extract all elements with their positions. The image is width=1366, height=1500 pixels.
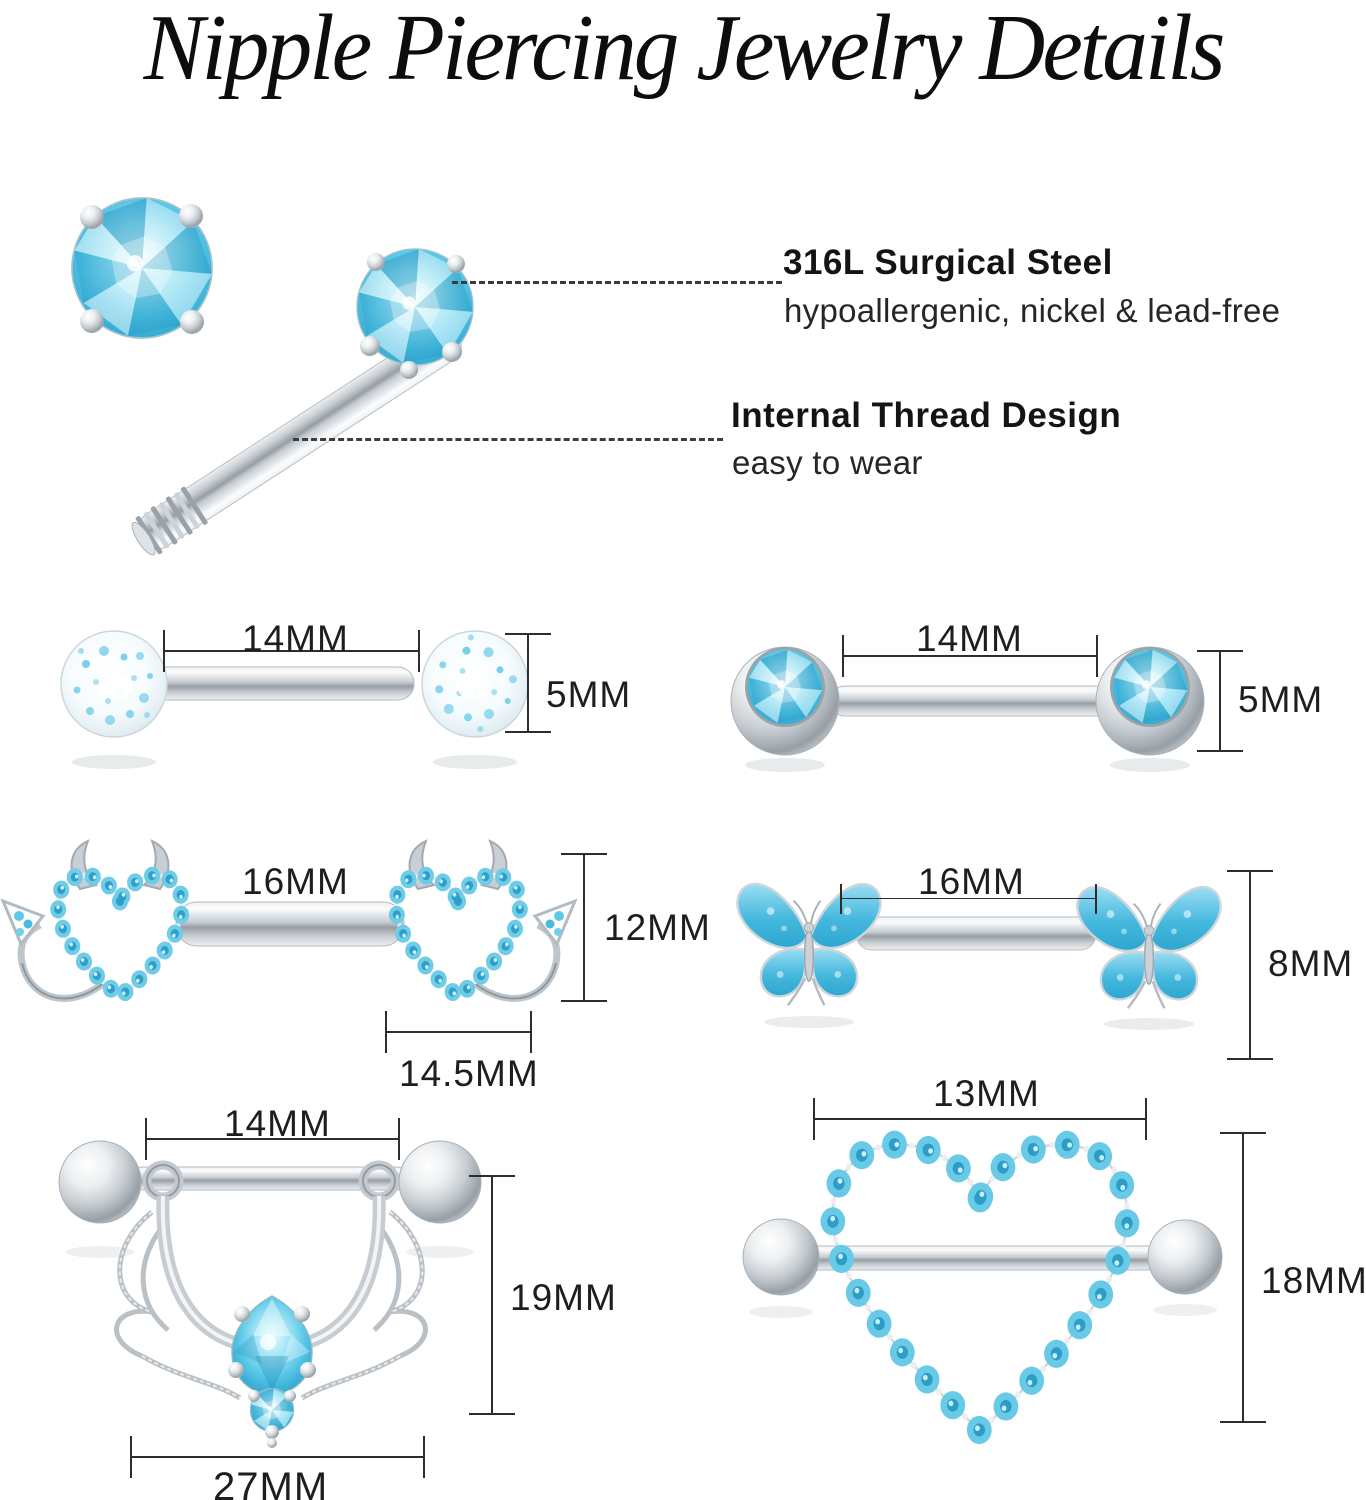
dim-label-lace-length: 14MM xyxy=(224,1103,331,1144)
dim-label-devil-length: 16MM xyxy=(242,861,349,902)
callout-dash-material xyxy=(452,281,782,284)
heart-shield-ring xyxy=(742,1130,1223,1449)
dim-label-glitter-ball: 5MM xyxy=(546,674,632,715)
dimension-line-gem-length xyxy=(842,635,1098,677)
hero-gem-stud xyxy=(71,197,213,339)
dimension-line-glitter-length xyxy=(163,630,420,672)
dim-label-devil-charm: 14.5MM xyxy=(399,1053,539,1094)
dimension-line-shield-height xyxy=(1220,1132,1266,1423)
dimension-line-devil-height xyxy=(561,853,607,1002)
dimension-line-gem-ball xyxy=(1197,650,1243,752)
dimension-line-lace-height xyxy=(469,1175,515,1415)
dim-label-lace-width: 27MM xyxy=(213,1465,329,1500)
devil-heart-barbell xyxy=(3,841,575,998)
dim-label-gem-length: 14MM xyxy=(916,618,1023,659)
gem-barbell xyxy=(730,646,1205,772)
page-title: Nipple Piercing Jewelry Details xyxy=(143,0,1226,100)
dimension-line-lace-width xyxy=(130,1436,425,1478)
dim-label-shield-width: 13MM xyxy=(933,1073,1040,1114)
callout-thread-heading: Internal Thread Design xyxy=(731,396,1122,435)
callout-thread-subtext: easy to wear xyxy=(732,444,923,481)
dim-label-glitter-length: 14MM xyxy=(242,618,349,659)
hero-barbell-post xyxy=(131,248,474,556)
dimension-line-butterfly-height xyxy=(1227,870,1273,1060)
glitter-barbell xyxy=(60,628,530,769)
dim-label-gem-ball: 5MM xyxy=(1238,679,1324,720)
dim-label-butterfly-height: 8MM xyxy=(1268,943,1354,984)
dim-label-shield-height: 18MM xyxy=(1261,1260,1366,1301)
dimension-line-devil-charm xyxy=(385,1011,532,1053)
dimension-line-glitter-ball xyxy=(505,633,551,733)
callout-dash-thread xyxy=(293,438,723,441)
dimension-line-lace-length xyxy=(145,1118,400,1160)
butterfly-barbell xyxy=(737,884,1220,1030)
lace-dangle-ring xyxy=(58,1140,482,1448)
dimension-line-butterfly-length xyxy=(840,884,1097,914)
dim-label-devil-height: 12MM xyxy=(604,907,711,948)
callout-material-heading: 316L Surgical Steel xyxy=(783,243,1113,282)
dim-label-lace-height: 19MM xyxy=(510,1277,617,1318)
dim-label-butterfly-length: 16MM xyxy=(918,861,1025,902)
callout-material-subtext: hypoallergenic, nickel & lead-free xyxy=(784,292,1281,329)
dimension-line-shield-width xyxy=(813,1098,1147,1140)
